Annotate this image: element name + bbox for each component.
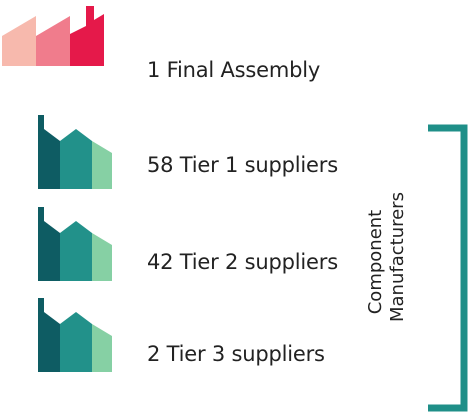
tier3-suppliers-label: 2 Tier 3 suppliers [147,342,325,366]
factory-building-mid [60,312,92,372]
tier1-suppliers-label: 58 Tier 1 suppliers [147,153,338,177]
factory-building-mid [36,16,70,66]
factory-building-mid [60,221,92,281]
factory-chimney-wall [38,298,44,372]
factory-building-dark [44,312,60,372]
factory-chimney-wall [38,115,44,189]
component-bracket [428,124,468,412]
tier2-suppliers-label: 42 Tier 2 suppliers [147,250,338,274]
factory-building-dark [44,129,60,189]
factory-building-mid [60,129,92,189]
factory-roof-light [2,16,36,36]
factory-building-dark [70,6,104,66]
component-manufacturers-label: Component Manufacturers [365,192,425,322]
factory-building-light [92,141,112,189]
factory-building-light [92,233,112,281]
bracket-label-line1: Component [365,209,386,315]
tier1-factory-icon [38,115,112,189]
factory-building-light [92,324,112,372]
factory-building-light [2,36,36,66]
tier3-factory-icon [38,298,112,372]
final-assembly-factory-icon [2,6,104,66]
tier2-factory-icon [38,207,112,281]
factory-chimney-wall [38,207,44,281]
final-assembly-label: 1 Final Assembly [147,58,321,82]
bracket-label-line2: Manufacturers [387,192,408,322]
factory-building-dark [44,221,60,281]
